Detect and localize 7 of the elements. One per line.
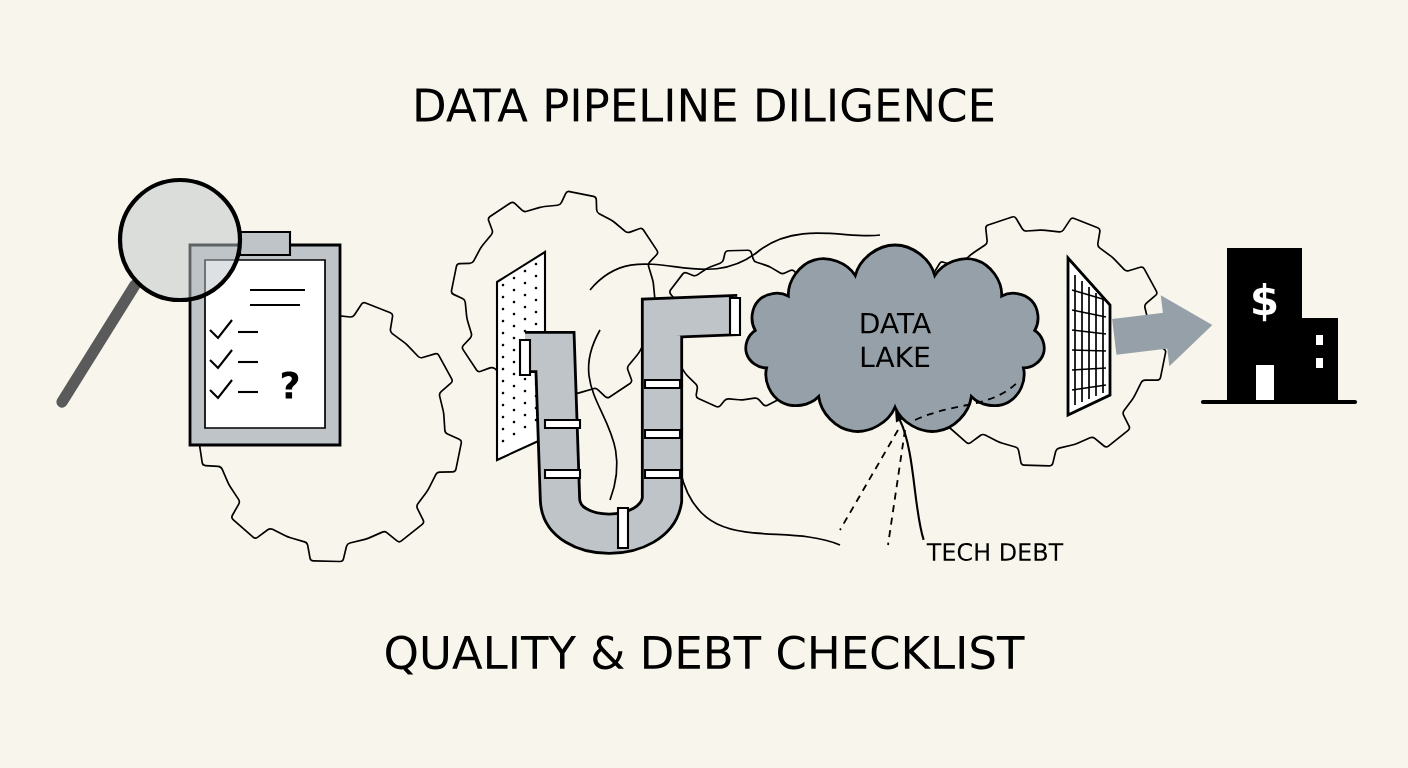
bank-building-drawing: $ <box>1200 248 1358 405</box>
pipe-drawing <box>518 293 742 555</box>
caption: QUALITY & DEBT CHECKLIST <box>386 635 1025 675</box>
title: DATA PIPELINE DILIGENCE <box>416 88 994 122</box>
clipboard-magnifier-drawing: ? <box>56 177 342 447</box>
annotation-text: TECH DEBT <box>926 542 1064 562</box>
cloud-lake: DATA LAKE <box>744 243 1046 433</box>
